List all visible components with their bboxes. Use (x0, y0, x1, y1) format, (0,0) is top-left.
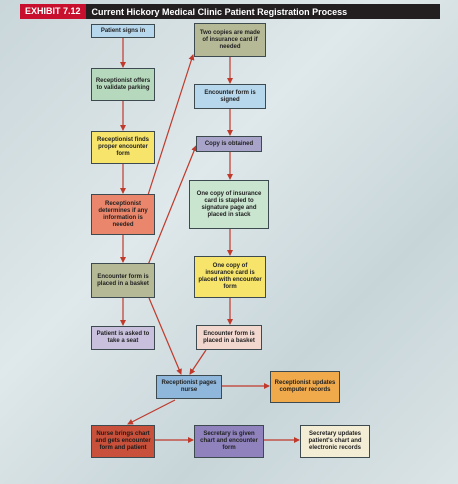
box-label: Patient signs in (100, 27, 146, 34)
box-receptionist-finds-form: Receptionist finds proper encounter form (91, 131, 155, 164)
box-copy-stapled: One copy of insurance card is stapled to… (189, 180, 269, 229)
box-label: Receptionist offers to validate parking (95, 77, 151, 91)
exhibit-label: EXHIBIT 7.12 (20, 4, 86, 19)
box-label: Secretary is given chart and encounter f… (200, 431, 258, 451)
box-label: Receptionist determines if any informati… (98, 200, 148, 228)
box-copy-placed-form: One copy of insurance card is placed wit… (194, 256, 266, 298)
box-copy-obtained: Copy is obtained (196, 136, 262, 152)
box-label: One copy of insurance card is stapled to… (196, 190, 262, 218)
box-receptionist-updates: Receptionist updates computer records (270, 371, 340, 403)
box-two-copies: Two copies are made of insurance card if… (194, 23, 266, 57)
box-label: Nurse brings chart and gets encounter fo… (95, 431, 151, 451)
box-label: Receptionist pages nurse (161, 380, 217, 393)
arrow-determines-to-twocopies (147, 54, 195, 196)
arrow-basket-to-pagesnurse (148, 297, 182, 375)
box-label: Encounter form is signed (204, 89, 256, 103)
box-label: Encounter form is placed in a basket (97, 273, 149, 287)
box-label: One copy of insurance card is placed wit… (198, 263, 262, 290)
box-encounter-form-signed: Encounter form is signed (194, 84, 266, 109)
box-label: Patient is asked to take a seat (96, 331, 150, 344)
box-secretary-updates: Secretary updates patient's chart and el… (300, 425, 370, 458)
box-patient-signs-in: Patient signs in (91, 24, 155, 38)
diagram-title: Current Hickory Medical Clinic Patient R… (91, 6, 348, 17)
box-secretary-given-chart: Secretary is given chart and encounter f… (194, 425, 264, 458)
box-label: Secretary updates patient's chart and el… (308, 431, 362, 451)
box-label: Receptionist updates computer records (274, 380, 336, 393)
box-patient-take-seat: Patient is asked to take a seat (91, 326, 155, 350)
arrow-pagesnurse-to-nursebrings (127, 399, 176, 425)
box-label: Two copies are made of insurance card if… (199, 29, 261, 50)
arrow-formbasket-to-pagesnurse (189, 349, 207, 375)
box-receptionist-parking: Receptionist offers to validate parking (91, 68, 155, 101)
box-label: Copy is obtained (204, 140, 254, 147)
box-receptionist-determines: Receptionist determines if any informati… (91, 194, 155, 235)
box-label: Receptionist finds proper encounter form (96, 137, 149, 157)
box-nurse-brings-chart: Nurse brings chart and gets encounter fo… (91, 425, 155, 458)
box-encounter-form-basket: Encounter form is placed in a basket (91, 263, 155, 298)
exhibit-header: EXHIBIT 7.12 Current Hickory Medical Cli… (20, 4, 440, 19)
box-receptionist-pages-nurse: Receptionist pages nurse (156, 375, 222, 399)
box-form-placed-basket: Encounter form is placed in a basket (196, 325, 262, 350)
box-label: Encounter form is placed in a basket (203, 330, 255, 344)
arrow-basket-to-copyobtained (147, 145, 197, 266)
